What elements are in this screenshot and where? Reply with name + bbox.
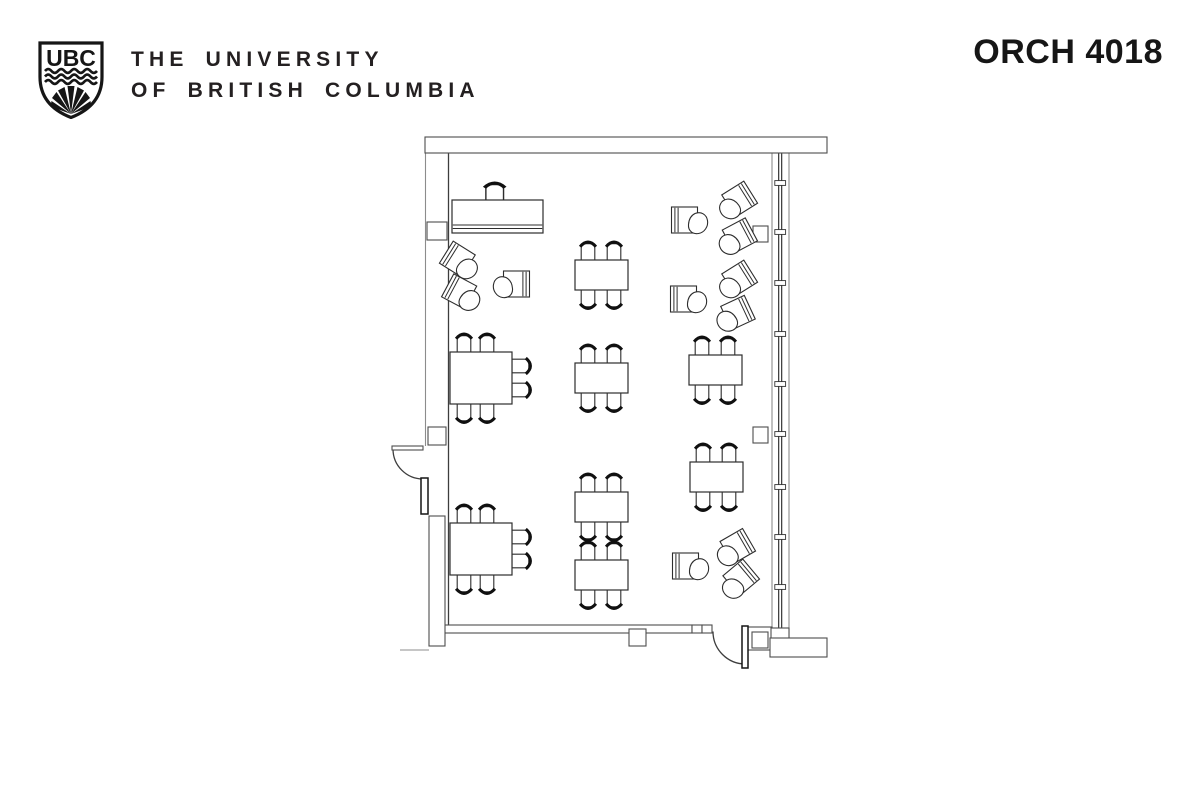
- tablet-arm-chair: [712, 217, 759, 259]
- tablet-arm-chair: [712, 259, 759, 303]
- door-leaf: [420, 477, 429, 515]
- window-end-cap: [770, 627, 790, 640]
- window-mullion: [774, 331, 787, 337]
- window-mullion: [774, 280, 787, 286]
- tablet-arm-chair: [438, 240, 485, 284]
- window-mullion: [774, 584, 787, 590]
- university-name-line2: OF BRITISH COLUMBIA: [131, 79, 480, 102]
- table-4-seat: [690, 444, 743, 510]
- instructor-table: [452, 183, 543, 233]
- crest-rays: [50, 86, 92, 114]
- tablet-arm-chair: [670, 206, 709, 235]
- door-header: [391, 445, 424, 451]
- wall-column: [427, 426, 447, 446]
- ubc-logo: UBC: [38, 41, 104, 119]
- wall-bottom-right-band: [769, 637, 828, 658]
- table-4-seat: [575, 542, 628, 608]
- door-leaf: [741, 625, 749, 669]
- tablet-arm-chair: [710, 294, 757, 336]
- table-4-seat: [575, 474, 628, 540]
- floor-box: [752, 426, 769, 444]
- table-6-seat: [450, 334, 530, 422]
- window-mullion: [774, 431, 787, 437]
- window-mullion: [774, 381, 787, 387]
- wall-bottom-band: [443, 624, 693, 634]
- corner-column: [751, 631, 769, 649]
- crest-initials: UBC: [46, 45, 96, 71]
- university-name-line1: THE UNIVERSITY: [131, 48, 384, 71]
- wall-column: [628, 628, 647, 647]
- door-side-panel: [691, 624, 703, 634]
- crest-waves: [44, 67, 98, 86]
- tablet-arm-chair: [714, 558, 761, 604]
- window-mullion: [774, 484, 787, 490]
- table-6-seat: [450, 505, 530, 593]
- window-mullion: [774, 534, 787, 540]
- window-mullion: [774, 180, 787, 186]
- tablet-arm-chair: [671, 552, 710, 581]
- tablet-arm-chair: [710, 527, 757, 571]
- table-4-seat: [689, 337, 742, 403]
- door-side-panel: [701, 624, 713, 634]
- wall-column: [426, 221, 448, 241]
- tablet-arm-chair: [492, 270, 531, 299]
- tablet-arm-chair: [712, 180, 759, 224]
- table-4-seat: [575, 242, 628, 308]
- university-name: THE UNIVERSITY OF BRITISH COLUMBIA: [131, 41, 480, 106]
- ubc-brand: UBC THE UNIVERSITY OF BRITISH COLUMBIA: [38, 41, 480, 119]
- wall-top-band: [424, 136, 828, 154]
- window-mullion: [774, 229, 787, 235]
- door-swing-arc: [392, 448, 424, 480]
- wall-pier: [428, 515, 446, 647]
- room-label: ORCH 4018: [973, 33, 1163, 71]
- door-swing-arc: [712, 631, 746, 665]
- table-4-seat: [575, 345, 628, 411]
- tablet-arm-chair: [669, 285, 708, 314]
